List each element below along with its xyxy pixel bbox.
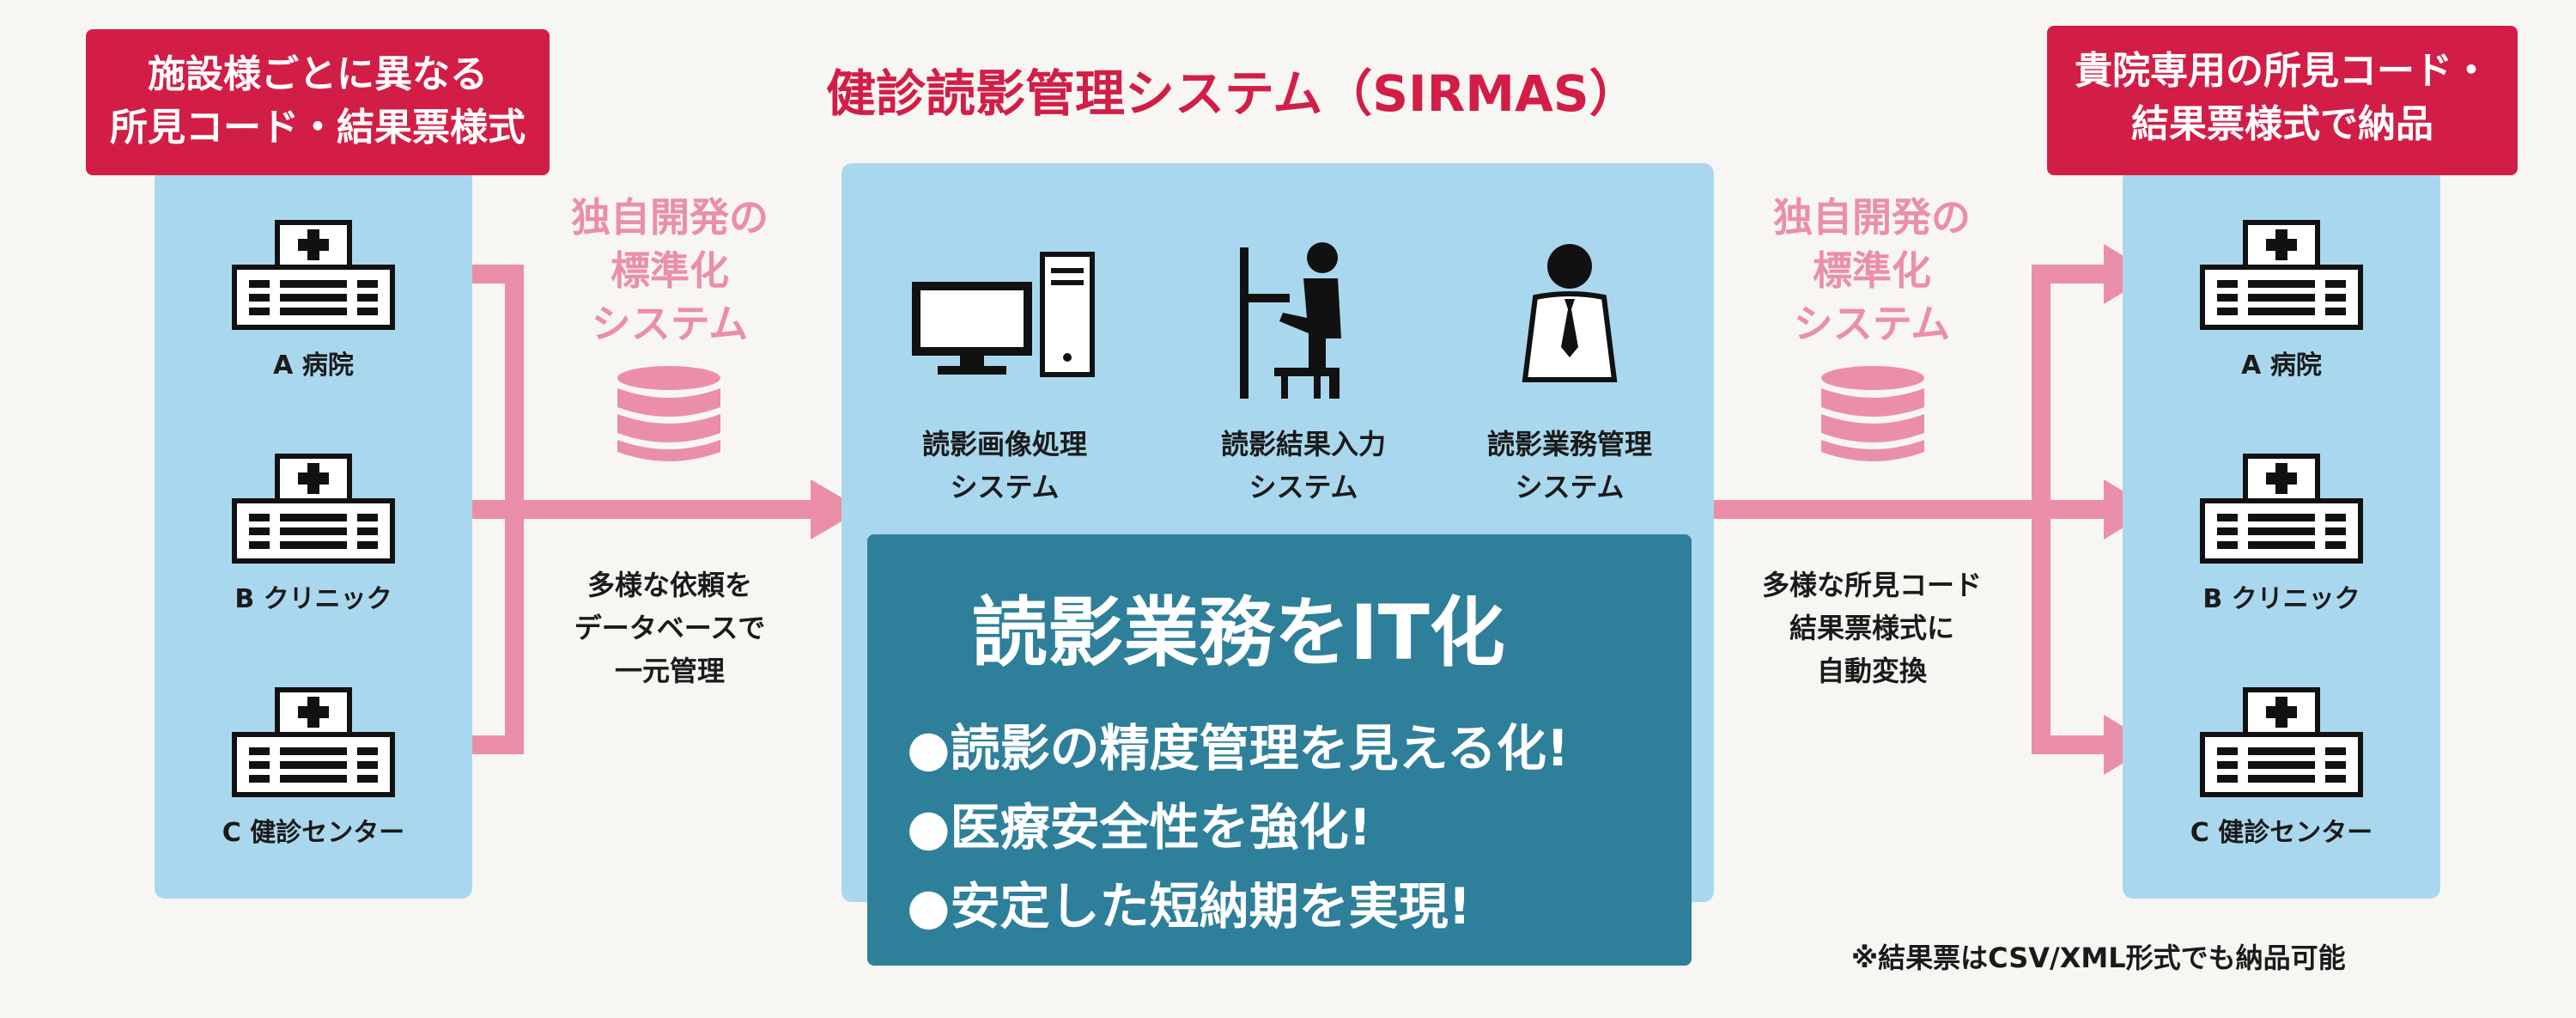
facility-name: C 健診センター <box>222 818 405 848</box>
facility-name: A 病院 <box>273 351 354 381</box>
facility-name: B クリニック <box>234 584 392 614</box>
left-facility-c: C 健診センター <box>210 687 416 849</box>
step-2-line-2: システム <box>1249 471 1358 503</box>
step-1-line-1: 読影画像処理 <box>921 428 1087 460</box>
system-title: 健診読影管理システム（SIRMAS） <box>826 64 1639 123</box>
step-1-label: 読影画像処理 システム <box>893 423 1116 509</box>
left-facility-b: B クリニック <box>210 454 416 615</box>
desc-line-3: 自動変換 <box>1816 655 1927 687</box>
desc-line-1: 多様な依頼を <box>586 569 752 601</box>
left-label-line-1: 施設様ごとに異なる <box>148 52 488 96</box>
facility-name: B クリニック <box>2202 584 2360 614</box>
desc-line-3: 一元管理 <box>614 655 725 687</box>
step-3-line-1: 読影業務管理 <box>1486 428 1652 460</box>
database-icon <box>1821 366 1924 461</box>
hospital-icon <box>2200 220 2363 330</box>
right-label-line-2: 結果票様式で納品 <box>2131 102 2433 146</box>
database-icon <box>617 366 720 461</box>
feature-bullet-3: ●安定した短納期を実現! <box>907 877 1472 936</box>
system-line-1: 独自開発の <box>1773 194 1971 241</box>
step-2-line-1: 読影結果入力 <box>1220 428 1386 460</box>
manager-icon <box>1522 244 1618 382</box>
step-1-line-2: システム <box>950 471 1060 503</box>
system-line-3: システム <box>1793 301 1951 347</box>
computer-icon <box>912 252 1095 377</box>
right-facility-c: C 健診センター <box>2178 687 2385 849</box>
right-facility-label: 貴院専用の所見コード・ 結果票様式で納品 <box>2047 26 2518 175</box>
footnote: ※結果票はCSV/XML形式でも納品可能 <box>1851 942 2346 974</box>
left-standardized-system-label: 独自開発の 標準化 システム <box>515 191 824 351</box>
right-label-line-1: 貴院専用の所見コード・ <box>2075 49 2490 93</box>
facility-name: C 健診センター <box>2190 818 2373 848</box>
step-3-label: 読影業務管理 システム <box>1458 423 1681 509</box>
step-3-line-2: システム <box>1515 471 1625 503</box>
left-facility-a: A 病院 <box>210 220 416 381</box>
desc-line-2: データベースで <box>574 612 766 644</box>
desc-line-1: 多様な所見コード <box>1761 569 1982 601</box>
system-line-1: 独自開発の <box>571 194 769 241</box>
feature-bullet-2: ●医療安全性を強化! <box>907 798 1372 856</box>
hospital-icon <box>232 454 395 564</box>
left-facility-label: 施設様ごとに異なる 所見コード・結果票様式 <box>86 29 550 175</box>
feature-bullet-1: ●読影の精度管理を見える化! <box>907 719 1570 777</box>
facility-name: A 病院 <box>2241 351 2322 381</box>
hospital-icon <box>2200 687 2363 797</box>
right-standardized-system-label: 独自開発の 標準化 システム <box>1717 191 2026 351</box>
feature-title: 読影業務をIT化 <box>972 588 1505 677</box>
left-label-line-2: 所見コード・結果票様式 <box>110 106 526 149</box>
right-facility-b: B クリニック <box>2178 454 2385 615</box>
reader-at-desk-icon <box>1240 242 1341 399</box>
system-line-2: 標準化 <box>1813 247 1931 294</box>
right-facility-a: A 病院 <box>2178 220 2385 381</box>
system-line-2: 標準化 <box>611 247 729 294</box>
step-2-label: 読影結果入力 システム <box>1183 423 1424 509</box>
hospital-icon <box>232 687 395 797</box>
feature-box: 読影業務をIT化 ●読影の精度管理を見える化! ●医療安全性を強化! ●安定した… <box>867 534 1692 966</box>
system-line-3: システム <box>591 301 749 347</box>
left-database-description: 多様な依頼を データベースで 一元管理 <box>515 564 824 692</box>
right-conversion-description: 多様な所見コード 結果票様式に 自動変換 <box>1717 564 2026 692</box>
hospital-icon <box>232 220 395 330</box>
hospital-icon <box>2200 454 2363 564</box>
desc-line-2: 結果票様式に <box>1789 612 1954 644</box>
